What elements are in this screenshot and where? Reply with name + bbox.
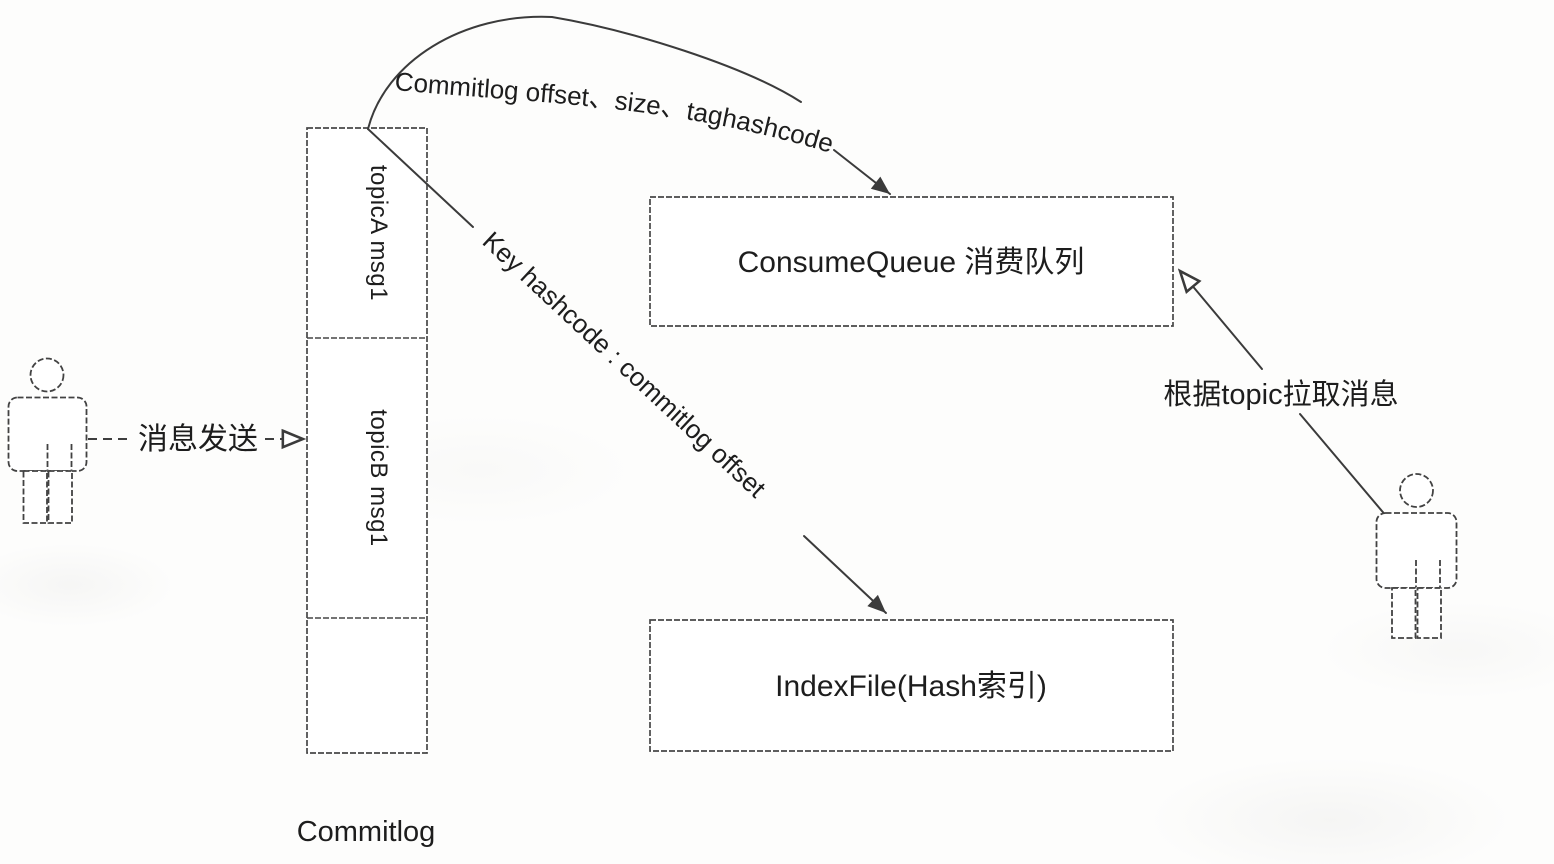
actor-leg <box>1391 587 1417 639</box>
actor-head <box>29 357 65 393</box>
actor-leg <box>47 470 73 524</box>
actor-leg <box>1416 587 1442 639</box>
commitlog-caption: Commitlog <box>297 816 436 848</box>
diagonal-arrow-line <box>367 128 474 228</box>
send-arrow-label: 消息发送 <box>138 423 258 456</box>
index-file-box <box>649 619 1174 752</box>
commitlog-segment-topicA: topicA msg1 <box>365 165 392 301</box>
arc-arrow-head-segment <box>833 149 891 195</box>
consumer-actor-icon <box>1375 473 1458 639</box>
arc-arrow-curve <box>367 15 802 130</box>
diagonal-arrow-line <box>803 535 887 614</box>
actor-torso <box>7 396 88 472</box>
index-file-node: IndexFile(Hash索引) <box>649 619 1174 752</box>
commitlog-segment-topicB: topicB msg1 <box>365 409 392 547</box>
index-file-label: IndexFile(Hash索引) <box>775 670 1047 703</box>
pull-arrow-line <box>1299 413 1388 518</box>
pull-arrow-line <box>1180 271 1263 370</box>
arc-arrow-label: Commitlog offset、size、taghashcode <box>394 66 838 159</box>
arc-arrow-label-text: Commitlog offset、size、taghashcode <box>394 66 838 159</box>
commitlog-file: topicA msg1 topicB msg1 Commitlog <box>297 127 436 848</box>
actor-leg <box>22 470 48 524</box>
commitlog-bar <box>306 127 428 754</box>
send-edge: 消息发送 <box>88 423 303 456</box>
pull-arrow-label: 根据topic拉取消息 <box>1163 378 1398 411</box>
consume-queue-label: ConsumeQueue 消费队列 <box>738 246 1085 279</box>
producer-actor-icon <box>7 357 88 524</box>
actor-torso <box>1375 512 1458 589</box>
dispatch-consume-queue-edge: Commitlog offset、size、taghashcode <box>367 15 891 195</box>
consume-queue-box <box>649 196 1174 327</box>
pull-edge: 根据topic拉取消息 <box>1163 271 1399 518</box>
actor-head <box>1399 473 1434 508</box>
consume-queue-node: ConsumeQueue 消费队列 <box>649 196 1174 327</box>
